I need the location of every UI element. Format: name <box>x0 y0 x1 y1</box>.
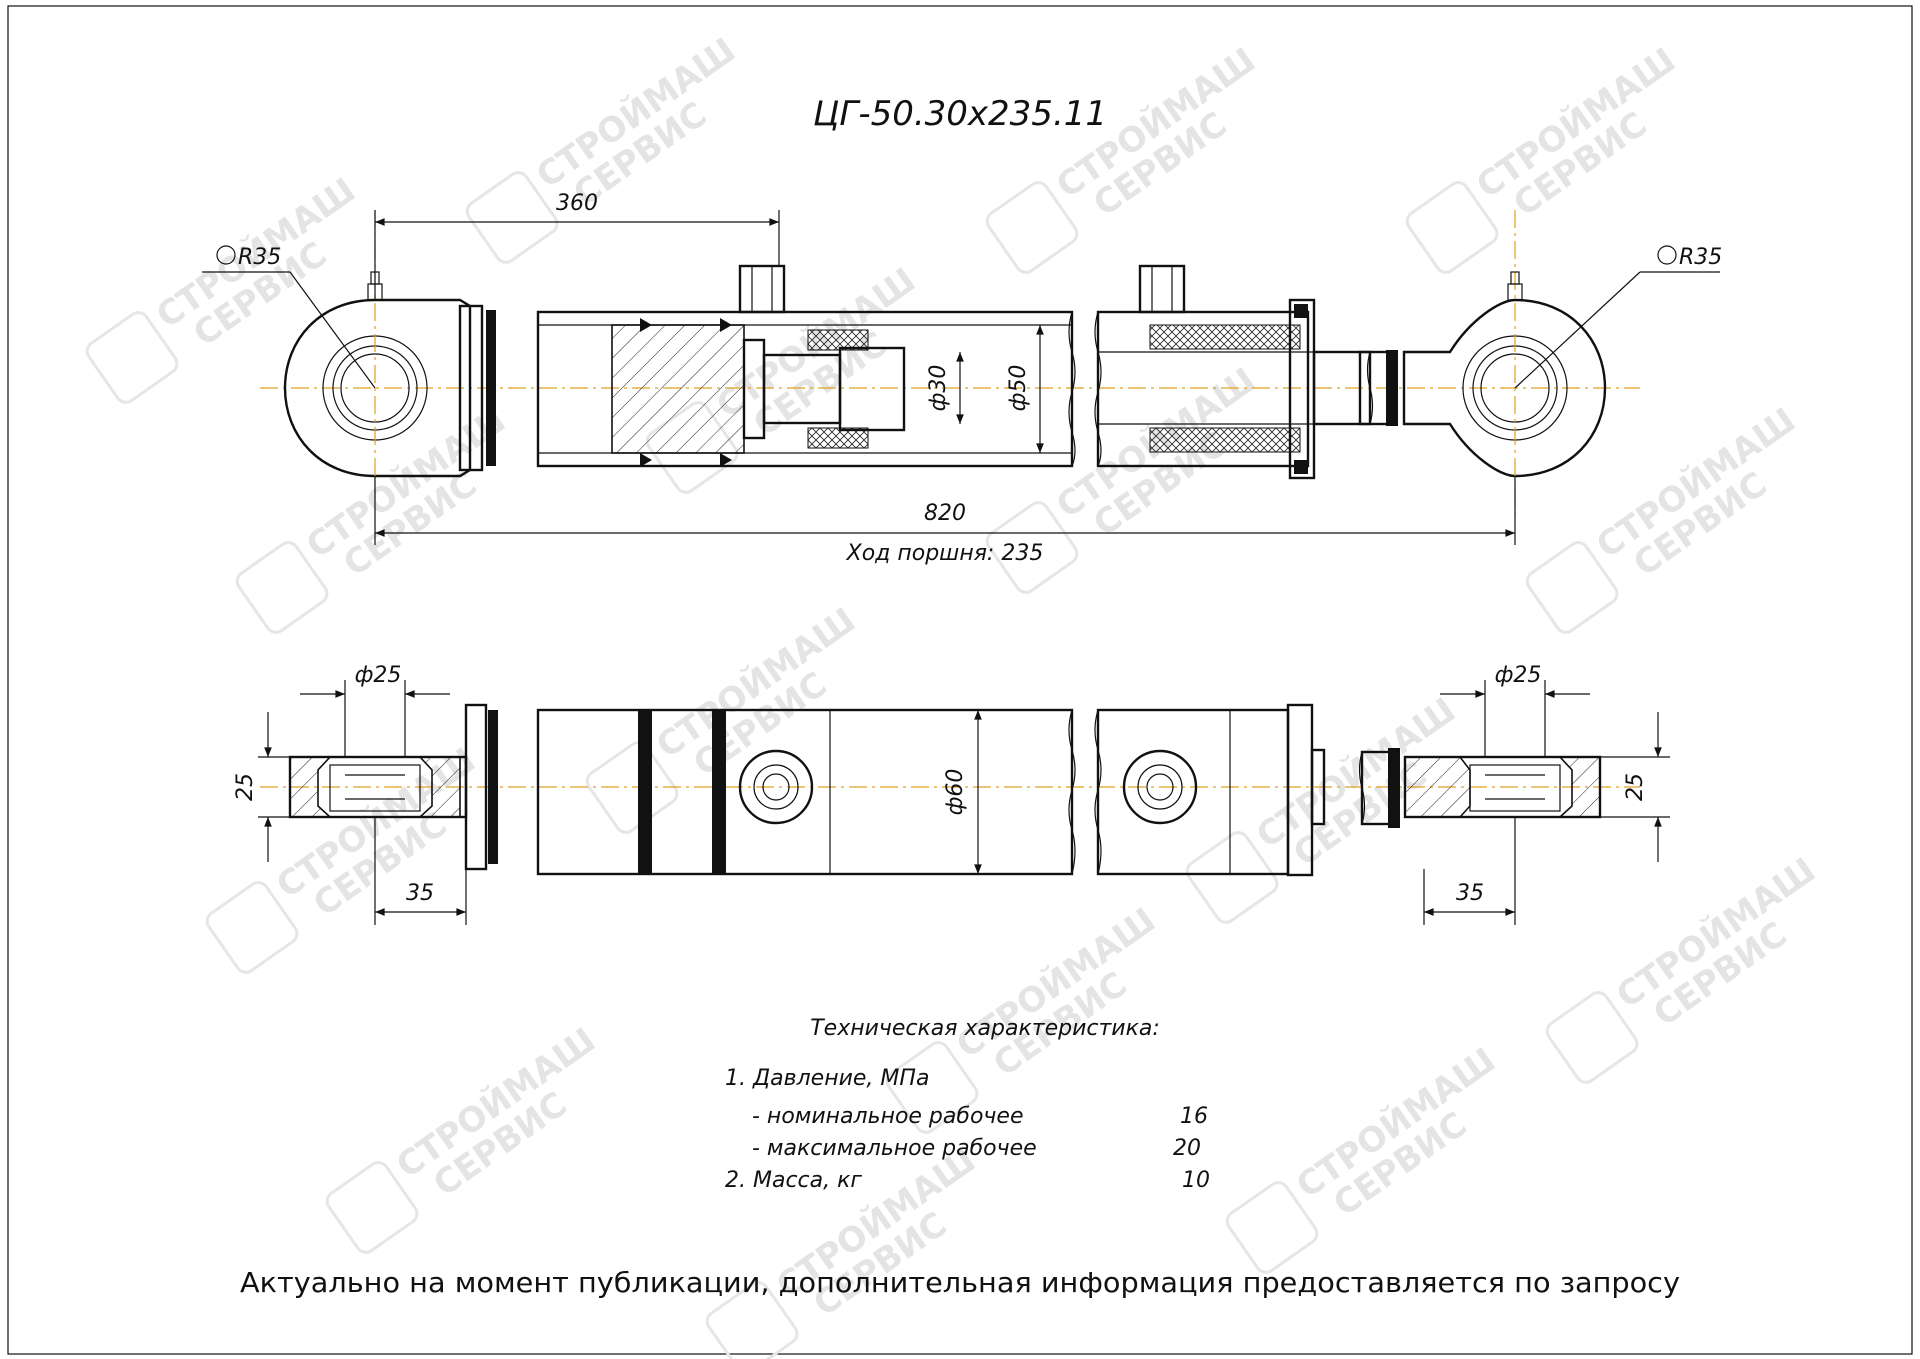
dim-360: 360 <box>556 191 598 216</box>
cylinder-section-view: 360 R35 R35 ф30 ф50 820 Ход поршня: 235 <box>202 191 1722 566</box>
dim-25-right: 25 <box>1623 773 1648 801</box>
left-eye-side <box>288 703 498 871</box>
dim-d50: ф50 <box>1006 365 1031 412</box>
dim-35-right: 35 <box>1456 881 1484 906</box>
dim-d25-right: ф25 <box>1495 663 1542 688</box>
specs-block: Техническая характеристика: 1. Давление,… <box>725 1016 1210 1193</box>
dim-820: 820 <box>924 501 966 526</box>
specs-heading: Техническая характеристика: <box>810 1016 1160 1041</box>
dim-25-left: 25 <box>233 773 258 801</box>
stroke-label: Ход поршня: 235 <box>846 541 1044 566</box>
barrel-section <box>536 264 1074 468</box>
specs-nominal-label: - номинальное рабочее <box>752 1104 1023 1129</box>
barrel-outer <box>536 708 1074 876</box>
dim-r35-right: R35 <box>1679 245 1722 270</box>
specs-nominal-value: 16 <box>1180 1104 1208 1129</box>
dim-d30: ф30 <box>926 365 951 412</box>
specs-max-label: - максимальное рабочее <box>752 1136 1037 1161</box>
specs-mass-value: 10 <box>1182 1168 1210 1193</box>
specs-max-value: 20 <box>1173 1136 1201 1161</box>
drawing-frame <box>7 5 1913 1355</box>
dim-35-left: 35 <box>406 881 434 906</box>
cylinder-top-view: ф60 ф25 25 35 ф25 25 35 <box>233 663 1670 925</box>
specs-mass-label: 2. Масса, кг <box>725 1168 862 1193</box>
drawing-title: ЦГ-50.30х235.11 <box>813 94 1107 134</box>
right-eye-side <box>1403 755 1602 819</box>
dim-d60: ф60 <box>943 769 968 816</box>
specs-pressure-label: 1. Давление, МПа <box>725 1066 929 1091</box>
right-eye-mount <box>1402 210 1607 520</box>
dim-d25-left: ф25 <box>355 663 402 688</box>
dim-r35-left: R35 <box>238 245 281 270</box>
footer-note: Актуально на момент публикации, дополнит… <box>240 1266 1680 1299</box>
